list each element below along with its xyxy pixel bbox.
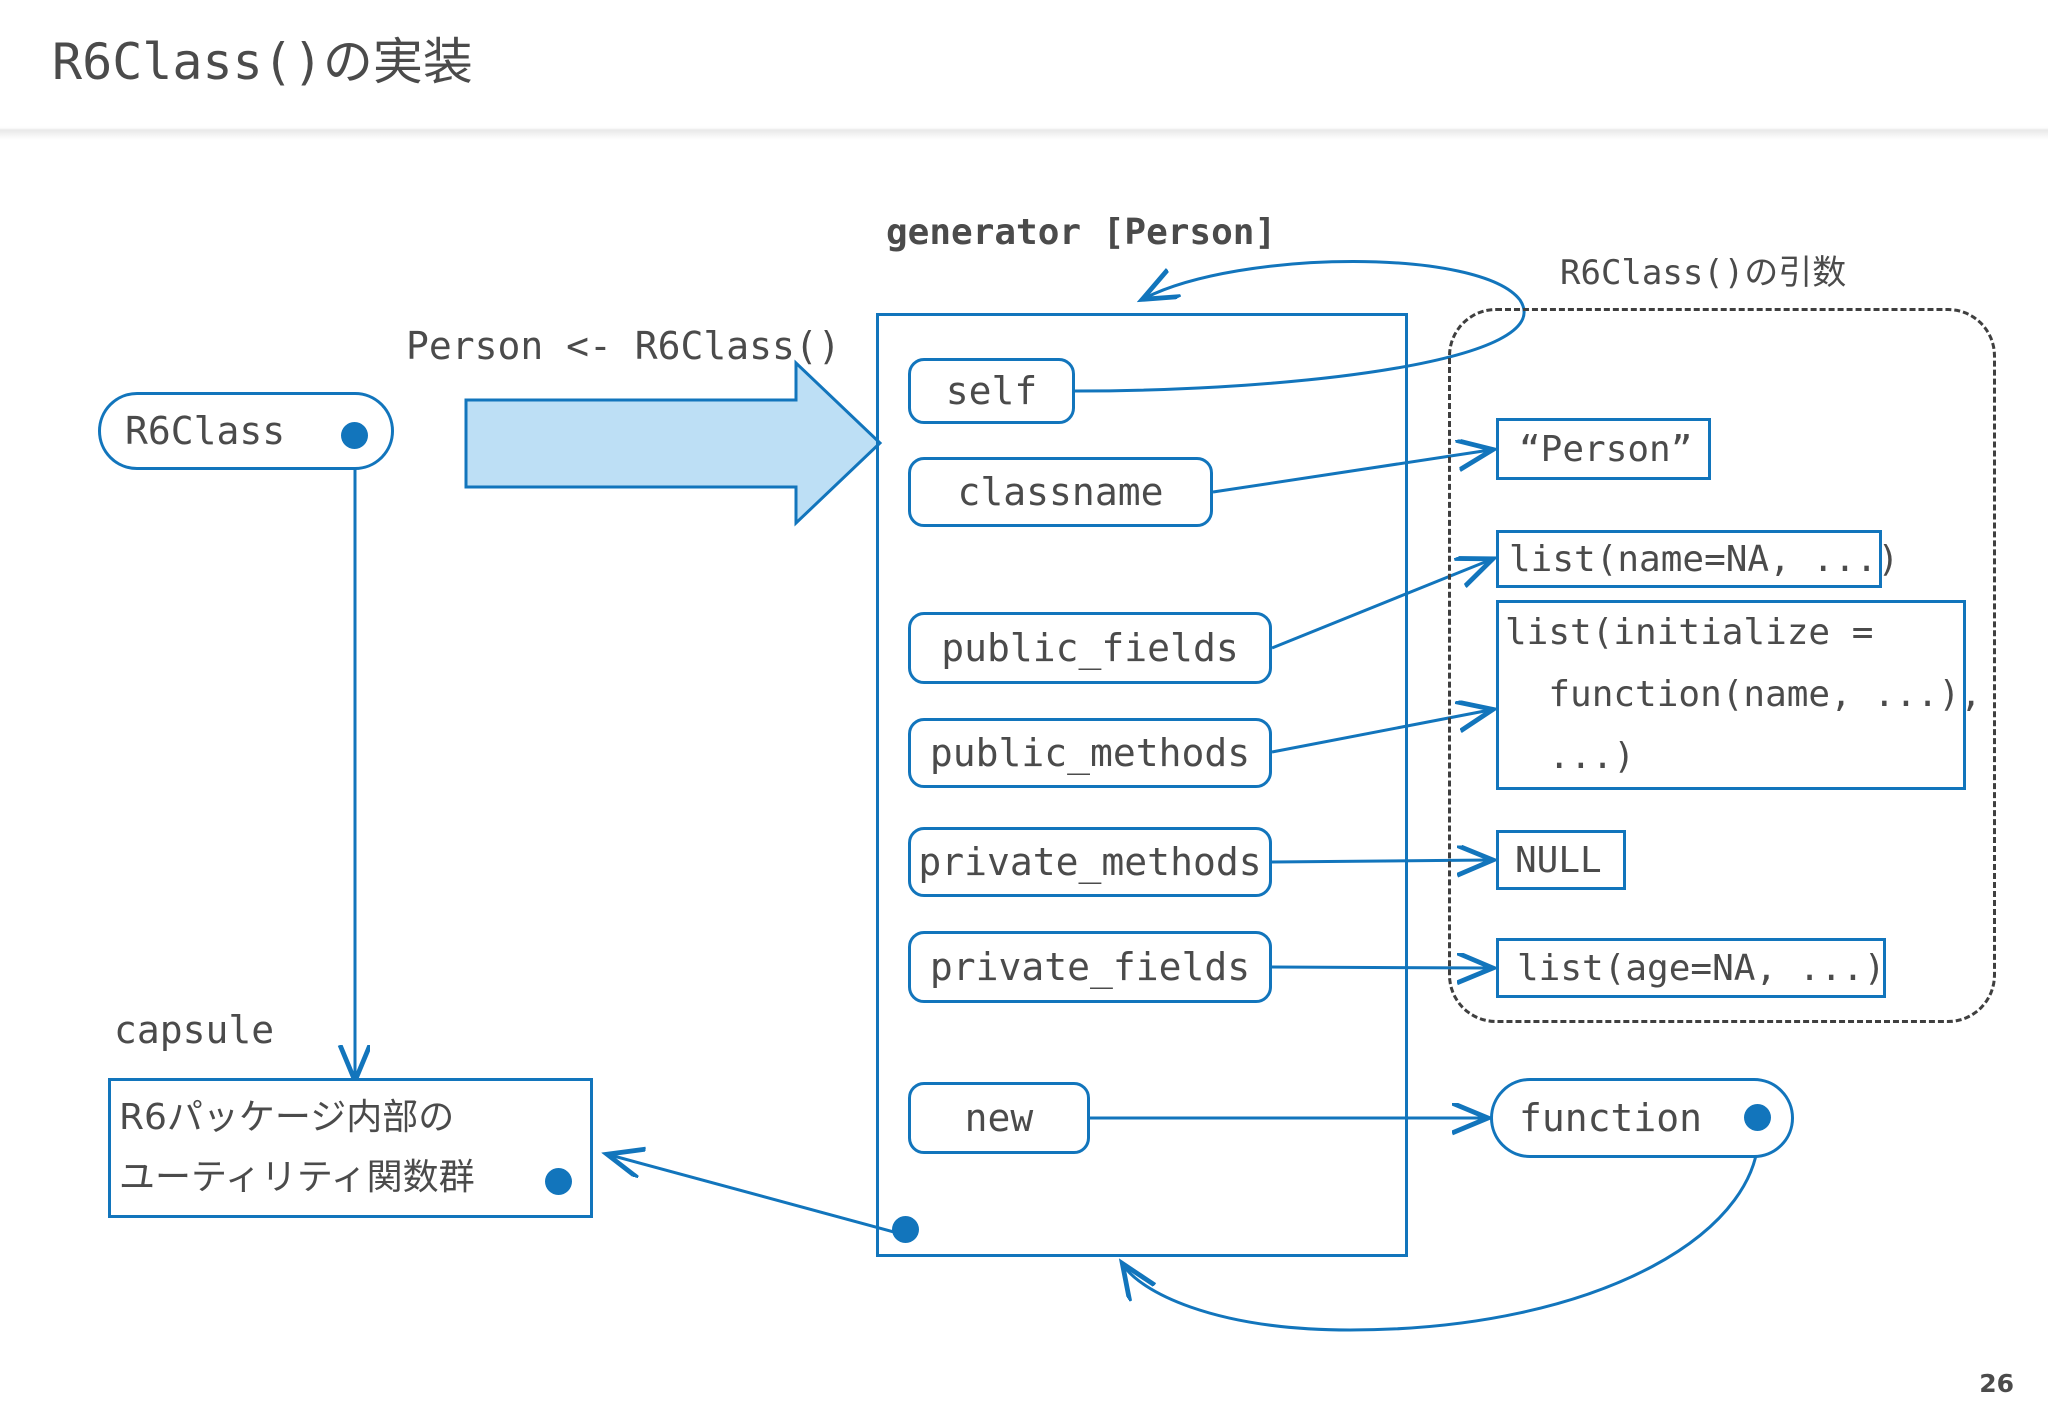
argument-public-fields-value[interactable]: list(name=NA, ...): [1496, 530, 1899, 588]
argument-public-methods-value-line2: function(name, ...),: [1505, 674, 1982, 715]
function-node-label: function: [1519, 1096, 1703, 1140]
generator-item-private-fields-label: private_fields: [929, 945, 1251, 989]
argument-classname-value[interactable]: “Person”: [1496, 418, 1711, 480]
generator-item-public-methods-label: public_methods: [929, 731, 1251, 775]
generator-container: [876, 313, 1408, 1257]
generator-item-self[interactable]: self: [908, 358, 1075, 424]
generator-item-public-fields[interactable]: public_fields: [908, 612, 1272, 684]
argument-public-methods-value[interactable]: list(initialize = function(name, ...), .…: [1496, 600, 1982, 790]
generator-item-new-label: new: [964, 1096, 1034, 1140]
r6class-node-label: R6Class: [125, 409, 286, 453]
arguments-title: R6Class()の引数: [1560, 253, 1847, 293]
r6class-node-dot: [341, 422, 368, 449]
arguments-container: [1448, 308, 1996, 1023]
generator-item-private-methods-label: private_methods: [918, 840, 1262, 884]
capsule-box-line2: ユーティリティ関数群: [119, 1157, 475, 1198]
generator-item-classname-label: classname: [957, 470, 1164, 514]
connector-generator-to-capsule: [610, 1155, 906, 1237]
argument-private-methods-value[interactable]: NULL: [1496, 830, 1626, 890]
generator-item-public-fields-label: public_fields: [941, 626, 1239, 670]
generator-item-private-fields[interactable]: private_fields: [908, 931, 1272, 1003]
generator-item-public-methods[interactable]: public_methods: [908, 718, 1272, 788]
slide-header: R6Class()の実装: [0, 0, 2048, 126]
page-title: R6Class()の実装: [52, 33, 473, 91]
assignment-label: Person <- R6Class(): [406, 324, 841, 368]
generator-item-self-label: self: [945, 369, 1038, 413]
capsule-box[interactable]: R6パッケージ内部の ユーティリティ関数群: [108, 1078, 593, 1218]
header-divider: [0, 126, 2048, 140]
argument-private-fields-value[interactable]: list(age=NA, ...): [1496, 938, 1886, 998]
r6class-node[interactable]: R6Class: [98, 392, 394, 470]
argument-private-fields-value-label: list(age=NA, ...): [1517, 947, 1886, 989]
function-node-dot: [1744, 1104, 1771, 1131]
generator-capsule-dot: [892, 1216, 919, 1243]
capsule-label: capsule: [114, 1008, 275, 1052]
argument-private-methods-value-label: NULL: [1515, 839, 1602, 881]
argument-public-fields-value-label: list(name=NA, ...): [1509, 538, 1900, 580]
generator-title: generator [Person]: [886, 212, 1277, 253]
generator-item-classname[interactable]: classname: [908, 457, 1213, 527]
argument-public-methods-value-line3: ...): [1505, 736, 1636, 777]
capsule-box-dot: [545, 1168, 572, 1195]
page-number: 26: [1979, 1369, 2014, 1398]
argument-public-methods-value-line1: list(initialize =: [1505, 612, 1874, 653]
generator-item-new[interactable]: new: [908, 1082, 1090, 1154]
big-right-arrow: [464, 359, 883, 527]
capsule-box-line1: R6パッケージ内部の: [119, 1097, 455, 1138]
generator-item-private-methods[interactable]: private_methods: [908, 827, 1272, 897]
argument-classname-value-label: “Person”: [1519, 428, 1693, 470]
function-node[interactable]: function: [1490, 1078, 1794, 1158]
